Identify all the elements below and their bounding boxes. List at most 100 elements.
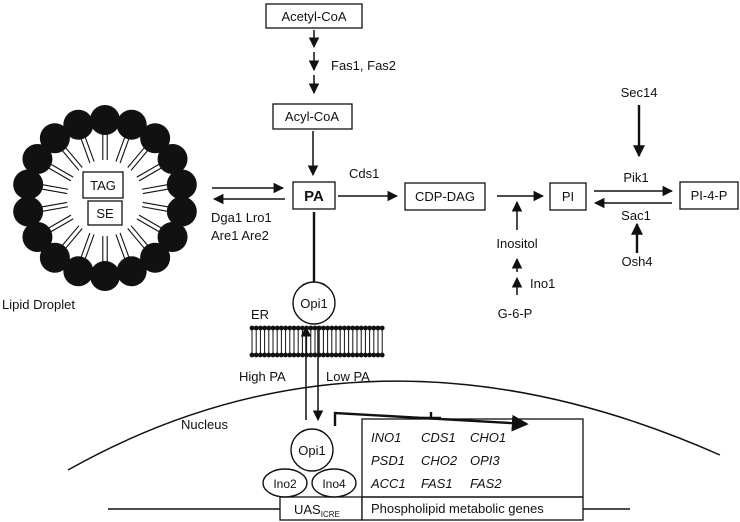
pi-label: PI bbox=[562, 189, 574, 204]
gene-label: PSD1 bbox=[371, 453, 405, 468]
membrane-head-top bbox=[300, 325, 305, 331]
membrane-head-bottom bbox=[371, 352, 377, 358]
g6p-label: G-6-P bbox=[498, 306, 533, 321]
membrane-head-top bbox=[337, 325, 343, 331]
droplet-spoke bbox=[80, 138, 91, 164]
membrane-head-top bbox=[379, 325, 385, 331]
droplet-lipid-head bbox=[116, 109, 147, 140]
pi4p-box bbox=[679, 181, 739, 210]
lipid-droplet bbox=[13, 105, 197, 291]
droplet-spoke bbox=[127, 147, 145, 168]
inositol-label: Inositol bbox=[496, 236, 537, 251]
cdp-dag-box bbox=[404, 182, 486, 211]
ino4-ellipse bbox=[311, 468, 357, 498]
opi1-nuclear-label: Opi1 bbox=[298, 443, 325, 458]
gene-label: CHO1 bbox=[470, 430, 506, 445]
pa-label: PA bbox=[304, 188, 324, 205]
droplet-spoke bbox=[127, 228, 145, 249]
uas-label: UASICRE bbox=[294, 502, 340, 519]
membrane-head-top bbox=[363, 325, 368, 331]
membrane-head-bottom bbox=[291, 352, 297, 358]
droplet-spoke bbox=[61, 225, 80, 246]
membrane-head-top bbox=[274, 325, 280, 331]
droplet-lipid-head bbox=[22, 222, 53, 252]
droplet-spoke bbox=[119, 232, 130, 258]
acyl-coa-box bbox=[272, 103, 353, 130]
membrane-head-bottom bbox=[249, 352, 255, 358]
membrane-head-top bbox=[346, 325, 351, 331]
droplet-spoke bbox=[84, 234, 95, 260]
membrane-head-bottom bbox=[375, 352, 381, 358]
membrane-head-bottom bbox=[253, 352, 259, 358]
droplet-spoke bbox=[41, 201, 68, 208]
se-box bbox=[87, 200, 123, 226]
membrane-head-bottom bbox=[287, 352, 293, 358]
droplet-lipid-head bbox=[116, 256, 147, 287]
droplet-spoke bbox=[142, 201, 169, 208]
droplet-spoke bbox=[48, 167, 72, 182]
droplet-lipid-head bbox=[13, 169, 44, 200]
ino4-label: Ino4 bbox=[322, 477, 346, 491]
membrane-head-bottom bbox=[342, 352, 347, 358]
membrane-head-top bbox=[279, 325, 284, 331]
membrane-head-top bbox=[350, 325, 356, 331]
droplet-spoke bbox=[138, 214, 162, 229]
are1-are2-label: Are1 Are2 bbox=[211, 228, 269, 243]
droplet-lipid-head bbox=[140, 123, 171, 154]
droplet-lipid-head bbox=[140, 242, 171, 273]
droplet-spoke bbox=[119, 138, 130, 164]
gene-label: INO1 bbox=[371, 430, 401, 445]
membrane-head-top bbox=[358, 325, 364, 331]
membrane-head-top bbox=[354, 325, 360, 331]
membrane-head-top bbox=[375, 325, 381, 331]
membrane-head-top bbox=[325, 325, 330, 331]
droplet-spoke bbox=[42, 206, 69, 212]
sec14-label: Sec14 bbox=[621, 85, 658, 100]
membrane-head-bottom bbox=[258, 352, 263, 358]
pa-box bbox=[292, 181, 336, 210]
gene-label: ACC1 bbox=[370, 476, 406, 491]
membrane-head-bottom bbox=[358, 352, 364, 358]
tag-label: TAG bbox=[90, 178, 116, 193]
membrane-head-bottom bbox=[270, 352, 276, 358]
tag-box bbox=[82, 171, 124, 199]
cds1-label: Cds1 bbox=[349, 166, 379, 181]
droplet-lipid-head bbox=[157, 222, 188, 252]
membrane-head-bottom bbox=[321, 352, 326, 358]
opi1-er-circle bbox=[292, 281, 336, 325]
droplet-spoke bbox=[84, 136, 95, 162]
membrane-head-top bbox=[258, 325, 263, 331]
droplet-lipid-head bbox=[63, 256, 94, 287]
membrane-head-top bbox=[253, 325, 259, 331]
membrane-head-bottom bbox=[325, 352, 330, 358]
droplet-lipid-head bbox=[166, 169, 197, 200]
membrane-head-bottom bbox=[295, 352, 301, 358]
droplet-spoke bbox=[50, 163, 74, 178]
membrane-head-bottom bbox=[283, 352, 288, 358]
nucleus-label: Nucleus bbox=[181, 417, 228, 432]
fas-label: Fas1, Fas2 bbox=[331, 58, 396, 73]
droplet-spoke bbox=[141, 206, 168, 212]
droplet-spoke bbox=[80, 232, 91, 258]
droplet-lipid-head bbox=[39, 242, 70, 273]
droplet-spoke bbox=[65, 228, 83, 249]
genes-label: Phospholipid metabolic genes bbox=[371, 501, 544, 516]
droplet-lipid-head bbox=[157, 144, 188, 174]
sac1-label: Sac1 bbox=[621, 208, 651, 223]
membrane-head-top bbox=[312, 325, 318, 331]
high-pa-label: High PA bbox=[239, 369, 286, 384]
droplet-lipid-head bbox=[13, 196, 44, 227]
droplet-spoke bbox=[138, 167, 162, 182]
membrane-head-bottom bbox=[363, 352, 368, 358]
ino2-ellipse bbox=[262, 468, 308, 498]
membrane-head-top bbox=[333, 325, 339, 331]
membrane-head-bottom bbox=[312, 352, 318, 358]
opi1-er-label: Opi1 bbox=[300, 296, 327, 311]
droplet-spoke bbox=[142, 188, 169, 195]
membrane-head-bottom bbox=[379, 352, 385, 358]
pi-box bbox=[549, 182, 587, 211]
membrane-head-top bbox=[270, 325, 276, 331]
droplet-spoke bbox=[61, 150, 80, 171]
low-pa-label: Low PA bbox=[326, 369, 370, 384]
